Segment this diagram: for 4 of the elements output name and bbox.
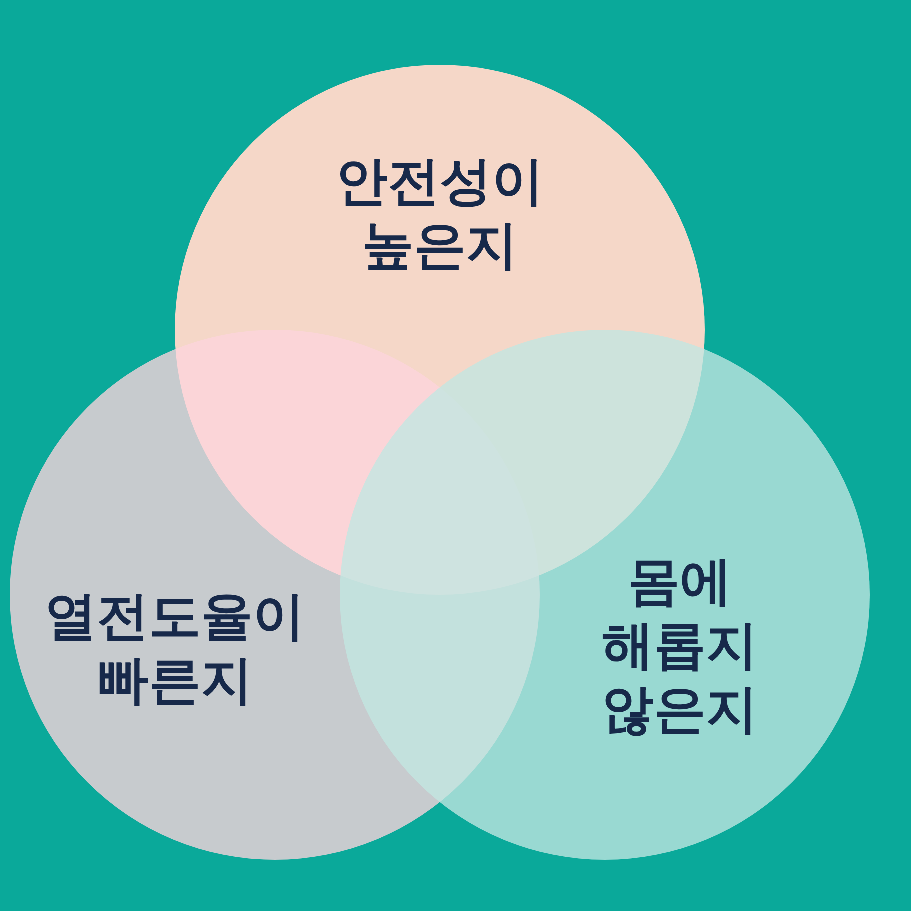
venn-circle xyxy=(340,330,870,860)
circle-label: 몸에 해롭지 않은지 xyxy=(601,551,759,742)
circle-label: 열전도율이 빠른지 xyxy=(44,586,306,713)
circle-label: 안전성이 높은지 xyxy=(335,151,545,278)
